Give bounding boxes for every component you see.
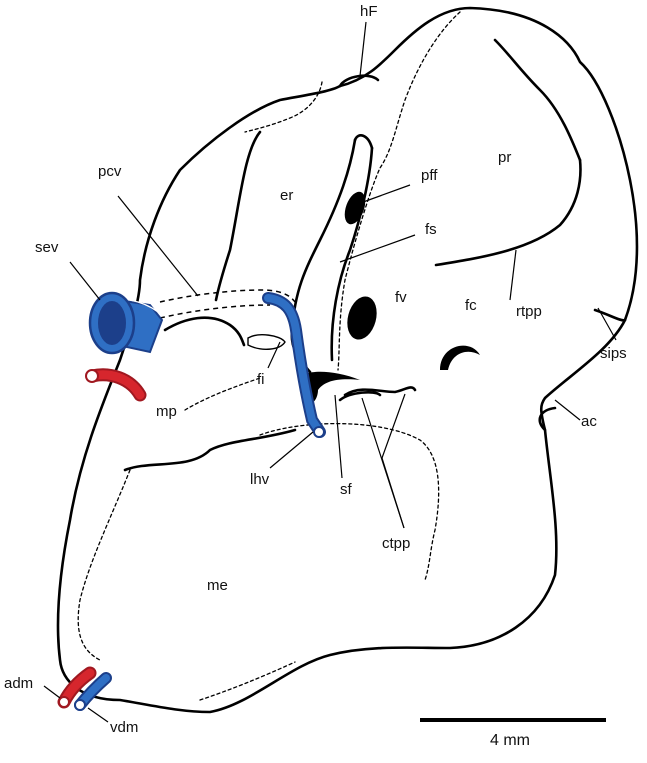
er-line xyxy=(214,130,262,302)
label-sev: sev xyxy=(35,239,59,256)
dotted-me xyxy=(259,422,440,581)
mp-line xyxy=(123,428,297,472)
adm-opening xyxy=(58,696,70,708)
label-pr: pr xyxy=(498,149,512,166)
sips-notch xyxy=(593,308,627,322)
fv-foramen xyxy=(347,296,377,340)
label-fc: fc xyxy=(465,297,477,314)
ridge-top xyxy=(353,134,374,150)
scale-bar-label: 4 mm xyxy=(490,732,530,749)
label-pcv: pcv xyxy=(98,163,122,180)
sf-shape xyxy=(300,371,360,405)
label-fs: fs xyxy=(425,221,437,238)
lhv-opening xyxy=(313,426,325,438)
label-sf: sf xyxy=(340,481,352,498)
label-mp: mp xyxy=(156,403,177,420)
pff-foramen xyxy=(344,191,366,225)
label-fi: fi xyxy=(257,371,265,388)
pcv-dash-upper xyxy=(159,289,296,303)
fi-hole xyxy=(247,334,286,350)
bone-outline xyxy=(56,6,639,714)
artery-upper-opening xyxy=(85,369,99,383)
label-adm: adm xyxy=(4,675,34,692)
label-ctpp: ctpp xyxy=(382,535,411,552)
label-hF: hF xyxy=(360,3,378,20)
central-ridge-right xyxy=(330,146,374,362)
dotted-upper xyxy=(244,81,323,133)
hf-bump xyxy=(338,74,380,88)
label-lhv: lhv xyxy=(250,471,270,488)
fi-line xyxy=(163,316,246,347)
dotted-me-left xyxy=(77,469,131,661)
pcv-dash-lower xyxy=(159,304,271,319)
label-rtpp: rtpp xyxy=(516,303,542,320)
sev-vein-highlight xyxy=(129,299,159,313)
vdm-opening xyxy=(74,699,86,711)
ac-hook xyxy=(538,406,557,432)
label-me: me xyxy=(207,577,228,594)
ctpp-lines xyxy=(338,386,417,402)
fc-crescent xyxy=(440,345,480,370)
label-pff: pff xyxy=(421,167,438,184)
rtpp-curve xyxy=(434,158,582,267)
dotted-mp xyxy=(184,377,261,411)
lhv-vein-fill xyxy=(264,294,324,436)
dotted-bottom xyxy=(199,661,296,701)
dotted-ridge xyxy=(337,11,461,371)
label-ac: ac xyxy=(581,413,597,430)
sev-vein-lumen xyxy=(98,301,126,345)
upper-right-line xyxy=(493,38,582,162)
label-er: er xyxy=(280,187,294,204)
label-sips: sips xyxy=(600,345,627,362)
leader-lines xyxy=(43,21,617,723)
label-fv: fv xyxy=(395,289,407,306)
label-vdm: vdm xyxy=(110,719,139,736)
